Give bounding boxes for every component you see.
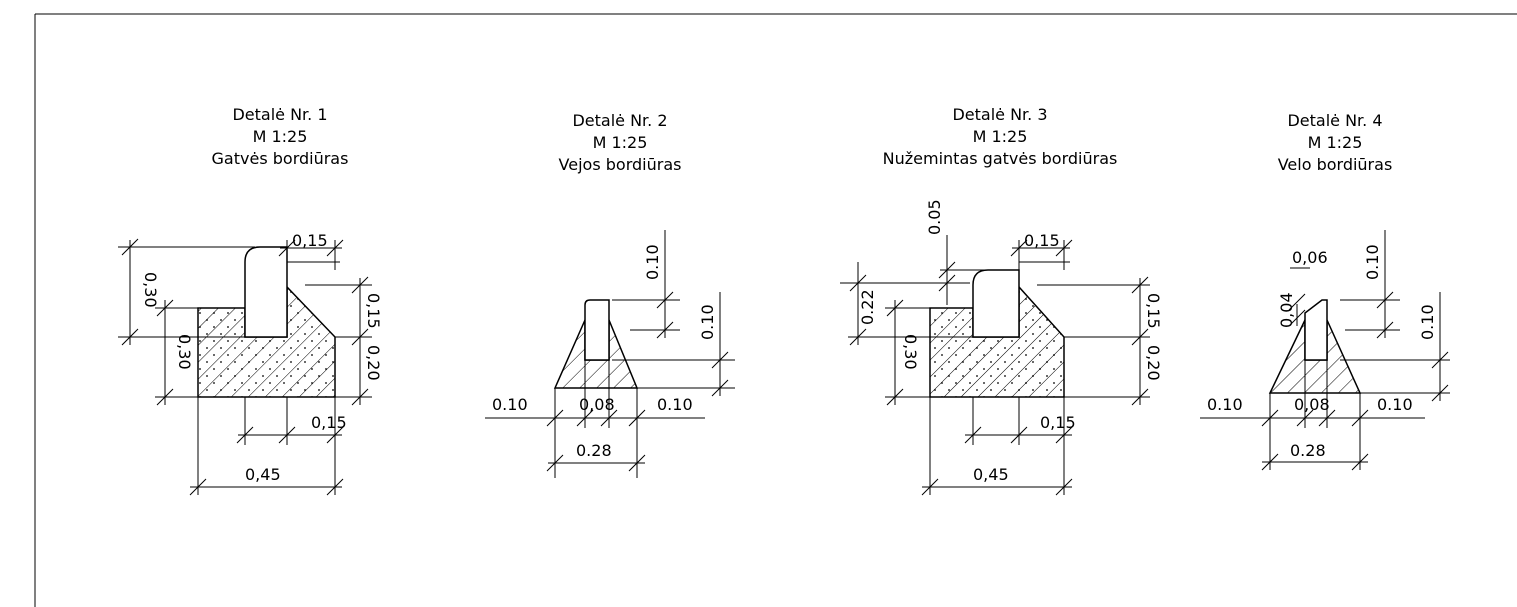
detail-3-curb-stone [972,269,1020,338]
detail-3-dim-gap: 0.05 [925,199,944,235]
detail-3-title: Detalė Nr. 3 [952,105,1048,124]
detail-3-dim-base-height: 0,30 [901,334,920,370]
detail-1-dim-top-width: 0,15 [292,231,328,250]
detail-2-scale: M 1:25 [592,133,648,152]
detail-1-dim-bottom-right: 0,15 [311,413,347,432]
detail-1-title-block: Detalė Nr. 1 M 1:25 Gatvės bordiūras [180,104,380,170]
detail-1-dim-base-height: 0,30 [175,334,194,370]
detail-2-dim-total: 0.28 [576,441,612,460]
detail-4-drawing [1200,230,1450,471]
detail-2-dim-height-top: 0.10 [643,244,662,280]
detail-4-dim-left-height: 0,04 [1277,292,1296,328]
detail-4-dim-right: 0.10 [1377,395,1413,414]
detail-1-name: Gatvės bordiūras [211,149,349,168]
detail-1-dim-right-bottom: 0,20 [364,345,383,381]
detail-2-curb-stone [584,299,610,361]
detail-3-dim-bottom-right: 0,15 [1040,413,1076,432]
detail-2-title: Detalė Nr. 2 [572,111,668,130]
detail-4-scale: M 1:25 [1307,133,1363,152]
detail-4-dim-left: 0.10 [1207,395,1243,414]
detail-1-scale: M 1:25 [252,127,308,146]
detail-4-title: Detalė Nr. 4 [1287,111,1383,130]
detail-3-dim-bottom-total: 0,45 [973,465,1009,484]
detail-4-dim-top-width: 0,06 [1292,248,1328,267]
detail-4-dim-height-bottom: 0.10 [1418,304,1437,340]
detail-3-scale: M 1:25 [972,127,1028,146]
detail-1-title: Detalė Nr. 1 [232,105,328,124]
detail-1-dim-height-total: 0,30 [141,272,160,308]
detail-4-dim-middle: 0,08 [1294,395,1330,414]
detail-4-name: Velo bordiūras [1277,155,1393,174]
detail-3-dim-right-top: 0,15 [1144,293,1163,329]
detail-3-name: Nužemintas gatvės bordiūras [882,149,1118,168]
detail-1-dim-right-top: 0,15 [364,293,383,329]
detail-3-dim-height-total: 0.22 [858,289,877,325]
detail-4-title-block: Detalė Nr. 4 M 1:25 Velo bordiūras [1235,110,1435,176]
detail-3-dim-top-width: 0,15 [1024,231,1060,250]
detail-2-dim-left: 0.10 [492,395,528,414]
detail-2-drawing [485,230,735,478]
detail-4-dim-total: 0.28 [1290,441,1326,460]
detail-2-dim-middle: 0,08 [579,395,615,414]
detail-1-dim-bottom-total: 0,45 [245,465,281,484]
detail-1-curb-stone [244,246,288,338]
detail-3-title-block: Detalė Nr. 3 M 1:25 Nužemintas gatvės bo… [860,104,1140,170]
detail-4-dim-height-top: 0.10 [1363,244,1382,280]
detail-2-dim-height-bottom: 0.10 [698,304,717,340]
detail-2-name: Vejos bordiūras [558,155,682,174]
detail-2-title-block: Detalė Nr. 2 M 1:25 Vejos bordiūras [520,110,720,176]
detail-2-dim-right: 0.10 [657,395,693,414]
detail-1-drawing [118,238,372,496]
detail-3-dim-right-bottom: 0,20 [1144,345,1163,381]
detail-3-drawing [840,235,1150,496]
detail-4-curb-stone [1304,299,1328,361]
